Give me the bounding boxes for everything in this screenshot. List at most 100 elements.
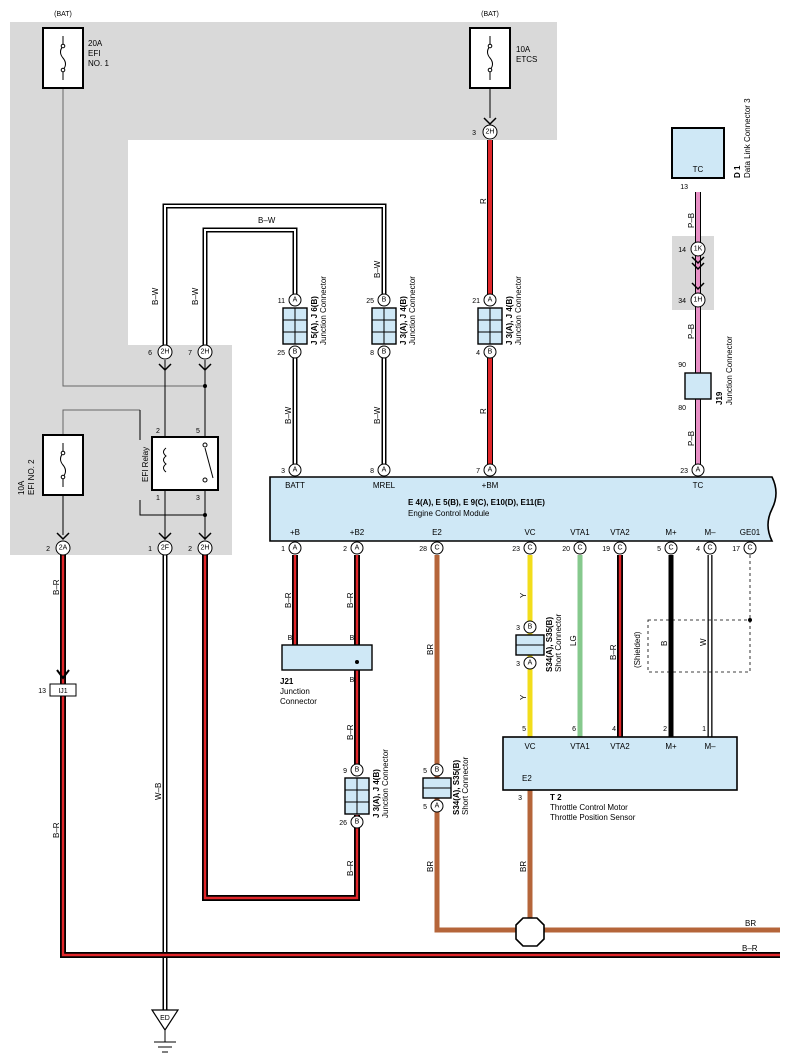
c2h-top-id: 2H xyxy=(486,129,495,136)
s2-id: S34(A), S35(B) xyxy=(452,760,461,815)
s2-top-conn: B xyxy=(435,767,440,774)
ecm-bottom-conn: C xyxy=(747,545,752,552)
ecm-bottom-pin-circle xyxy=(350,541,364,555)
j3b-bottom-conn: B xyxy=(488,349,493,356)
fuse-efi1-rating: 20A xyxy=(88,39,103,48)
wire-efi2 xyxy=(62,409,140,435)
c2h-r-id: 2H xyxy=(201,349,210,356)
s2-name: Short Connector xyxy=(461,756,470,815)
j3c-id: J 3(A), J 4(B) xyxy=(372,769,381,818)
j3c-top-conn: B xyxy=(355,767,360,774)
ecm-bottom-pin-circle xyxy=(613,541,627,555)
ecm-bottom-conn: A xyxy=(293,545,298,552)
ecm-top-pin-circle xyxy=(483,463,497,477)
c1k-pin: 14 xyxy=(678,247,686,254)
ecm-bottom-conn: C xyxy=(577,545,582,552)
j3a-bottom-conn: B xyxy=(382,349,387,356)
ecm-top-label: TC xyxy=(693,481,704,490)
dlc-id: D 1 xyxy=(733,165,742,178)
lbl-brown-2: BR xyxy=(426,861,435,872)
shielded-label: (Shielded) xyxy=(633,631,642,668)
fuse-etcs-source: (BAT) xyxy=(481,11,499,18)
throttle-terminal-label: M+ xyxy=(665,742,677,751)
j3b-bottom-pin: 4 xyxy=(476,350,480,357)
fuse-efi2-rating: 10A xyxy=(17,480,26,495)
lbl-pb-2: P–B xyxy=(687,324,696,339)
j19-bottom-pin: 80 xyxy=(678,405,686,412)
lbl-w: W xyxy=(699,638,708,646)
fuse-efi1-name1: EFI xyxy=(88,49,100,58)
throttle-terminal-label: M– xyxy=(704,742,716,751)
lbl-br-6: B–R xyxy=(346,860,355,876)
shield-box xyxy=(647,619,751,673)
j3b-top-conn: A xyxy=(488,297,493,304)
ecm-top-conn: A xyxy=(488,467,493,474)
lbl-pb-3: P–B xyxy=(687,431,696,446)
fuse-etcs xyxy=(469,27,511,118)
lbl-br-2: B–R xyxy=(52,822,61,838)
ecm-top-pin-circle xyxy=(691,463,705,477)
lbl-br-3: B–R xyxy=(284,592,293,608)
lbl-brown-3: BR xyxy=(519,861,528,872)
relay-pin-2: 2 xyxy=(156,428,160,435)
lbl-br-8: B–R xyxy=(742,944,758,953)
j3a-bottom-pin: 8 xyxy=(370,350,374,357)
j21-id: J21 xyxy=(280,677,294,686)
ecm-bottom-label: +B xyxy=(290,528,300,537)
ecm-bottom-pin-num: 1 xyxy=(281,546,285,553)
throttle-pin-num: 4 xyxy=(612,726,616,733)
lbl-bw-3: B–W xyxy=(373,260,382,278)
ecm-bottom-label: VC xyxy=(524,528,535,537)
j3b-top-pin: 21 xyxy=(472,298,480,305)
wire-bw-inner xyxy=(202,227,298,345)
ecm-name: Engine Control Module xyxy=(408,509,490,518)
j5-top-pin: 11 xyxy=(278,298,285,305)
throttle-pin-num: 1 xyxy=(702,726,706,733)
lbl-br-4: B–R xyxy=(346,592,355,608)
s2-bottom-conn: A xyxy=(435,803,440,810)
dlc-name: Data Link Connector 3 xyxy=(743,98,752,178)
wire-brown-e2 xyxy=(434,555,780,933)
ij1-pin: 13 xyxy=(38,688,46,695)
fuse-efi1-source: (BAT) xyxy=(54,11,72,18)
j3c-bottom-pin: 26 xyxy=(339,820,347,827)
ecm-bottom-conn: A xyxy=(355,545,360,552)
c2h-l-id: 2H xyxy=(161,349,170,356)
j5-id: J 5(A), J 6(B) xyxy=(310,296,319,345)
j21-pin-l: B xyxy=(288,635,293,642)
splice-point xyxy=(515,917,545,947)
j19-connector xyxy=(684,372,712,400)
ecm-bottom-pin-num: 20 xyxy=(562,546,570,553)
j21-connector xyxy=(281,644,373,671)
junction-j3a xyxy=(371,293,397,359)
lbl-brown-1: BR xyxy=(426,644,435,655)
throttle-terminal-label: VTA1 xyxy=(570,742,590,751)
ecm-bottom-label: VTA1 xyxy=(570,528,590,537)
ecm-bottom-pin-num: 4 xyxy=(696,546,700,553)
ecm-bottom-pin-num: 5 xyxy=(657,546,661,553)
junction-j3b xyxy=(477,293,503,359)
j19-name: Junction Connector xyxy=(725,336,734,405)
lbl-lg: LG xyxy=(569,635,578,646)
throttle-id: T 2 xyxy=(550,793,562,802)
ecm-top-conn: A xyxy=(696,467,701,474)
ecm-bottom-pin-circle xyxy=(743,541,757,555)
ground-label: ED xyxy=(160,1015,170,1022)
wire-bw-outer xyxy=(162,203,387,345)
fuse-etcs-rating: 10A xyxy=(516,45,531,54)
s2-top-pin: 5 xyxy=(423,768,427,775)
lbl-br-5: B–R xyxy=(346,724,355,740)
ecm-top-label: MREL xyxy=(373,481,396,490)
lbl-bw-4: B–W xyxy=(284,406,293,424)
throttle-e2-label: E2 xyxy=(522,774,532,783)
j3b-id: J 3(A), J 4(B) xyxy=(505,296,514,345)
ecm-bottom-label: M– xyxy=(704,528,716,537)
s1-name: Short Connector xyxy=(554,613,563,672)
c2h-l-pin: 6 xyxy=(148,350,152,357)
lbl-bw-top: B–W xyxy=(258,216,276,225)
s1-id: S34(A), S35(B) xyxy=(545,617,554,672)
fuse-etcs-name: ETCS xyxy=(516,55,537,64)
throttle-name2: Throttle Position Sensor xyxy=(550,813,636,822)
ecm-bottom-label: M+ xyxy=(665,528,677,537)
